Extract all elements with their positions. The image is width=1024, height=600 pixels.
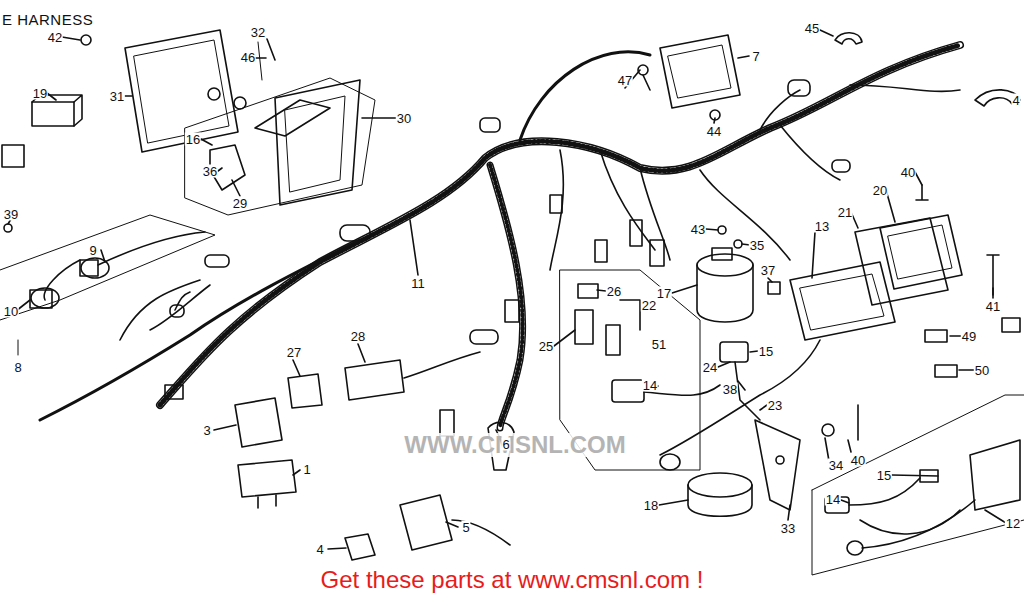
callout-number: 27 xyxy=(286,346,302,359)
callout-number: 23 xyxy=(767,399,783,412)
callout-number: 20 xyxy=(872,184,888,197)
callout-number: 40 xyxy=(850,454,866,467)
callout-number: 24 xyxy=(702,361,718,374)
callout-number: 10 xyxy=(3,305,19,318)
callout-number: 49 xyxy=(961,330,977,343)
callout-number: 15 xyxy=(758,345,774,358)
callout-number: 50 xyxy=(974,364,990,377)
callout-number: 28 xyxy=(350,330,366,343)
callout-number: 46 xyxy=(240,51,256,64)
callout-number: 4 xyxy=(315,543,324,556)
callout-number: 7 xyxy=(751,50,760,63)
callout-number: 9 xyxy=(88,244,97,257)
callout-number: 4 xyxy=(1011,94,1020,107)
callout-number: 8 xyxy=(13,361,22,374)
callout-number: 13 xyxy=(814,220,830,233)
callout-number: 21 xyxy=(837,206,853,219)
callout-number: 41 xyxy=(985,300,1001,313)
callout-number: 30 xyxy=(396,112,412,125)
callout-number: 47 xyxy=(617,74,633,87)
callout-number: 39 xyxy=(3,208,19,221)
callout-number: 34 xyxy=(828,459,844,472)
callout-number: 22 xyxy=(641,299,657,312)
callout-number: 18 xyxy=(643,499,659,512)
callout-number: 29 xyxy=(232,197,248,210)
footer-caption: Get these parts at www.cmsnl.com ! xyxy=(317,568,708,592)
callout-number: 36 xyxy=(202,165,218,178)
callout-number: 3 xyxy=(202,424,211,437)
callout-number: 40 xyxy=(900,166,916,179)
callout-number: 14 xyxy=(642,379,658,392)
callout-number: 32 xyxy=(250,26,266,39)
callout-number: 35 xyxy=(749,239,765,252)
callout-number: 51 xyxy=(651,338,667,351)
callout-number: 12 xyxy=(1005,517,1021,530)
watermark-text: WWW.CMSNL.COM xyxy=(401,433,628,457)
callout-number: 26 xyxy=(606,285,622,298)
callout-number: 37 xyxy=(760,264,776,277)
callout-number: 16 xyxy=(185,133,201,146)
callout-number: 6 xyxy=(501,438,510,451)
callout-number: 31 xyxy=(109,90,125,103)
callout-number: 43 xyxy=(690,223,706,236)
callout-number: 19 xyxy=(32,87,48,100)
callout-number: 38 xyxy=(722,383,738,396)
callout-number: 17 xyxy=(656,287,672,300)
callout-number: 45 xyxy=(804,22,820,35)
callout-number: 5 xyxy=(461,521,470,534)
callout-number: 25 xyxy=(538,340,554,353)
callout-number: 11 xyxy=(410,277,426,290)
callout-number: 15 xyxy=(876,469,892,482)
callout-number: 42 xyxy=(47,31,63,44)
callout-number: 44 xyxy=(706,125,722,138)
callout-number: 33 xyxy=(780,522,796,535)
callout-number: 1 xyxy=(302,463,311,476)
callout-number: 14 xyxy=(825,493,841,506)
diagram-title: E HARNESS xyxy=(2,12,93,27)
